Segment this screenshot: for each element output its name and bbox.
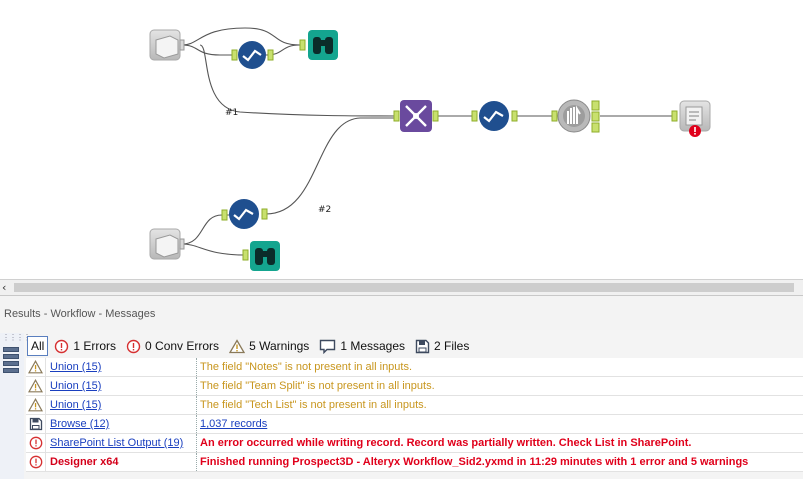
warning-icon xyxy=(26,358,46,376)
filter-conv-errors-label: 0 Conv Errors xyxy=(145,339,220,353)
input-data-tool-2[interactable] xyxy=(149,228,185,260)
connection-select2-union xyxy=(265,117,398,215)
filter-messages-label: 1 Messages xyxy=(340,339,406,353)
scrollbar-thumb[interactable] xyxy=(14,283,794,292)
row-source-link[interactable]: Union (15) xyxy=(50,361,102,373)
filter-files-label: 2 Files xyxy=(434,339,470,353)
row-source-link[interactable]: Browse (12) xyxy=(50,418,110,430)
browse-tool-1[interactable] xyxy=(299,30,338,60)
block-until-done-tool[interactable] xyxy=(551,99,600,133)
row-source-link[interactable]: Union (15) xyxy=(50,399,102,411)
results-side-grip[interactable]: ⋮⋮⋮⋮ xyxy=(0,333,31,479)
grip-handle[interactable]: ⋮⋮⋮⋮ xyxy=(2,333,31,342)
connection-input1-browse1 xyxy=(181,27,301,46)
results-panel-title: Results - Workflow - Messages xyxy=(4,308,156,320)
messages-table: Union (15) The field "Notes" is not pres… xyxy=(26,358,803,472)
filter-warnings-button[interactable]: 5 Warnings xyxy=(229,337,309,355)
menu-icon[interactable] xyxy=(3,347,19,373)
filter-all-button[interactable]: All xyxy=(27,336,49,356)
select-tool-1[interactable] xyxy=(231,41,274,69)
filter-warnings-label: 5 Warnings xyxy=(249,339,310,353)
union-tool[interactable] xyxy=(393,100,439,132)
connection-input1-select1 xyxy=(181,44,232,56)
table-row[interactable]: SharePoint List Output (19) An error occ… xyxy=(26,434,803,453)
table-row[interactable]: Browse (12) 1,037 records xyxy=(26,415,803,434)
select-tool-3[interactable] xyxy=(471,101,518,131)
row-source-link[interactable]: Union (15) xyxy=(50,380,102,392)
error-icon xyxy=(54,339,69,354)
warning-icon xyxy=(26,396,46,414)
browse-tool-2[interactable] xyxy=(242,241,280,271)
table-row[interactable]: Union (15) The field "Team Split" is not… xyxy=(26,377,803,396)
file-icon xyxy=(415,339,430,354)
canvas-horizontal-scrollbar[interactable]: ‹ xyxy=(0,279,803,295)
table-row[interactable]: Designer x64 Finished running Prospect3D… xyxy=(26,453,803,472)
connection-label-1: #1 xyxy=(225,108,238,118)
connection-label-2: #2 xyxy=(318,205,331,215)
table-row[interactable]: Union (15) The field "Tech List" is not … xyxy=(26,396,803,415)
sharepoint-list-output-tool[interactable] xyxy=(671,100,711,137)
message-icon xyxy=(319,339,336,354)
workflow-diagram: #1 #2 xyxy=(149,27,711,271)
row-message: The field "Team Split" is not present in… xyxy=(200,380,435,392)
error-icon xyxy=(26,434,46,452)
connection-input2-browse2 xyxy=(181,243,246,256)
row-records-link[interactable]: 1,037 records xyxy=(200,418,268,430)
row-message: An error occurred while writing record. … xyxy=(200,437,692,449)
select-tool-2[interactable] xyxy=(221,199,268,229)
row-source-link[interactable]: SharePoint List Output (19) xyxy=(50,437,184,449)
warning-icon xyxy=(26,377,46,395)
filter-conv-errors-button[interactable]: 0 Conv Errors xyxy=(126,337,219,355)
row-message: The field "Tech List" is not present in … xyxy=(200,399,427,411)
warning-icon xyxy=(229,338,246,354)
connections xyxy=(181,27,672,256)
conv-error-icon xyxy=(126,339,141,354)
results-panel-header: Results - Workflow - Messages xyxy=(0,295,803,331)
filter-files-button[interactable]: 2 Files xyxy=(415,337,469,355)
results-filter-bar: All 1 Errors 0 Conv Errors 5 Warnings 1 … xyxy=(27,336,479,356)
input-data-tool-1[interactable] xyxy=(149,29,185,61)
workflow-canvas[interactable]: #1 #2 xyxy=(0,0,803,280)
table-row[interactable]: Union (15) The field "Notes" is not pres… xyxy=(26,358,803,377)
connection-1 xyxy=(199,44,399,117)
filter-all-label: All xyxy=(31,339,45,353)
filter-errors-button[interactable]: 1 Errors xyxy=(54,337,116,355)
scroll-left-icon[interactable]: ‹ xyxy=(2,281,7,294)
filter-messages-button[interactable]: 1 Messages xyxy=(319,337,405,355)
row-message: The field "Notes" is not present in all … xyxy=(200,361,413,373)
row-message: Finished running Prospect3D - Alteryx Wo… xyxy=(200,456,749,468)
error-icon xyxy=(26,453,46,471)
file-icon xyxy=(26,415,46,433)
filter-errors-label: 1 Errors xyxy=(73,339,117,353)
row-source-label: Designer x64 xyxy=(50,456,119,468)
